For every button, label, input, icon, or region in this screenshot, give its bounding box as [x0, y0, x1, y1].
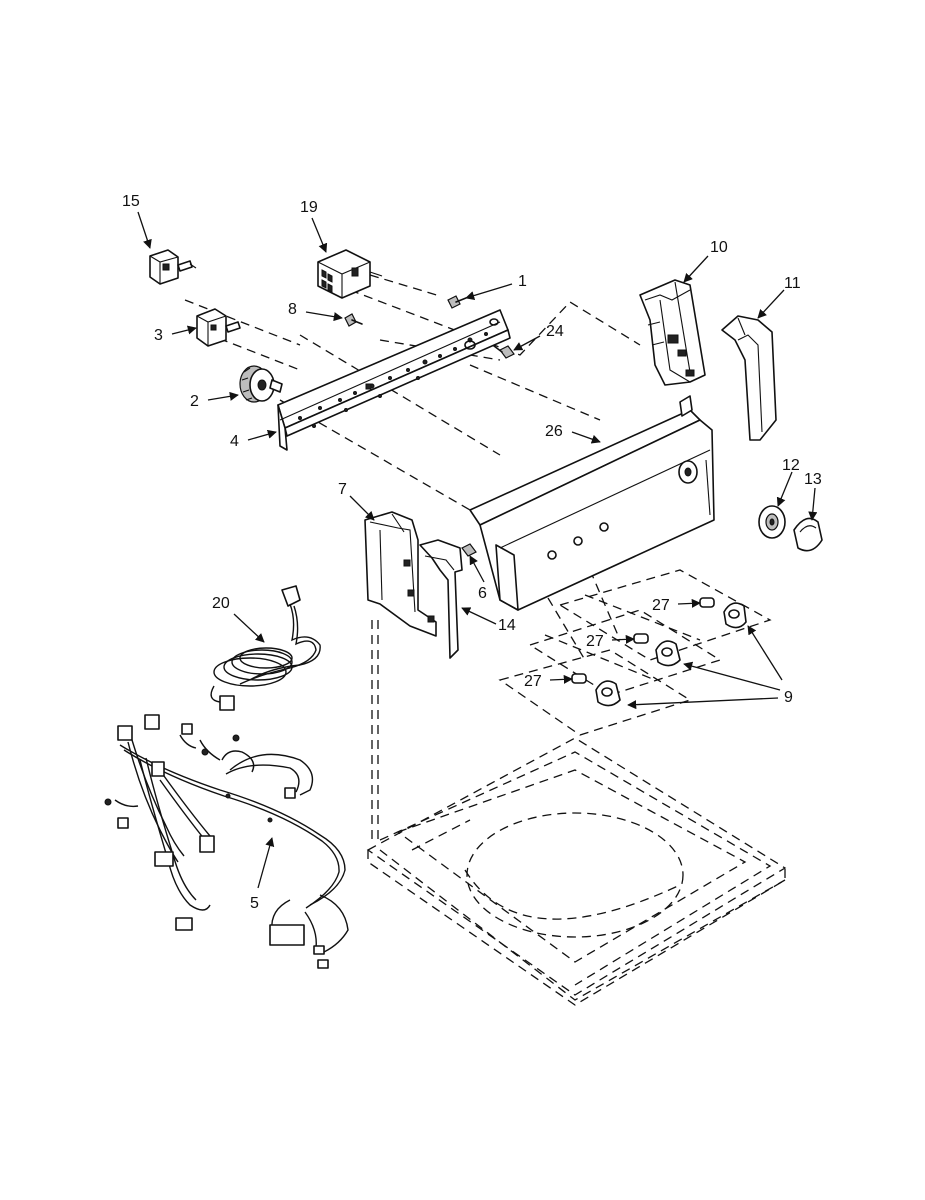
callout-12: 12: [782, 457, 800, 474]
part-27-knob-insert-2[interactable]: [633, 633, 649, 644]
callout-27-top: 27: [652, 597, 670, 614]
part-12-knob-skirt[interactable]: [758, 505, 786, 539]
part-3-switch[interactable]: [196, 308, 241, 347]
part-14-end-cap[interactable]: [419, 539, 463, 659]
callout-14: 14: [498, 617, 516, 634]
part-27-knob-insert-3[interactable]: [571, 673, 587, 684]
part-24-screw[interactable]: [493, 345, 515, 359]
part-8-screw[interactable]: [344, 313, 363, 327]
callout-7: 7: [338, 481, 347, 498]
callout-27-middle: 27: [586, 633, 604, 650]
part-19-control-module[interactable]: [317, 249, 383, 299]
part-4-bracket[interactable]: [277, 309, 511, 451]
callout-1: 1: [518, 273, 527, 290]
callout-4: 4: [230, 433, 239, 450]
callout-24: 24: [546, 323, 564, 340]
callout-6: 6: [478, 585, 487, 602]
part-9-knob-1[interactable]: [723, 602, 747, 629]
callout-9: 9: [784, 689, 793, 706]
part-15-switch[interactable]: [149, 249, 197, 285]
callout-20: 20: [212, 595, 230, 612]
part-5-wire-harness[interactable]: [104, 714, 349, 969]
part-26-console[interactable]: [469, 395, 715, 611]
part-11-end-cap[interactable]: [721, 315, 777, 441]
callout-labels: 15 19 1 8 3 24 2 4 10 11 26 12 13 7 6 14…: [122, 193, 822, 912]
part-6-screw[interactable]: [461, 543, 477, 557]
part-1-screw[interactable]: [447, 295, 467, 309]
callout-11: 11: [784, 275, 801, 292]
callout-19: 19: [300, 199, 318, 216]
part-10-end-cap-bracket[interactable]: [639, 279, 706, 386]
callout-5: 5: [250, 895, 259, 912]
callout-10: 10: [710, 239, 728, 256]
callout-27-bottom: 27: [524, 673, 542, 690]
callout-26: 26: [545, 423, 563, 440]
callout-8: 8: [288, 301, 297, 318]
part-7-end-cap-bracket[interactable]: [364, 511, 437, 637]
part-9-knob-3[interactable]: [595, 680, 621, 707]
washer-top-outline: [366, 737, 787, 1006]
part-2-rotary-switch[interactable]: [239, 365, 283, 403]
part-27-knob-insert-1[interactable]: [699, 597, 715, 608]
callout-13: 13: [804, 471, 822, 488]
callout-3: 3: [154, 327, 163, 344]
part-20-power-cord[interactable]: [210, 585, 321, 711]
part-13-knob[interactable]: [793, 517, 823, 552]
callout-15: 15: [122, 193, 140, 210]
callout-2: 2: [190, 393, 199, 410]
callout-leaders: [137, 211, 818, 889]
part-9-knob-2[interactable]: [655, 640, 681, 667]
